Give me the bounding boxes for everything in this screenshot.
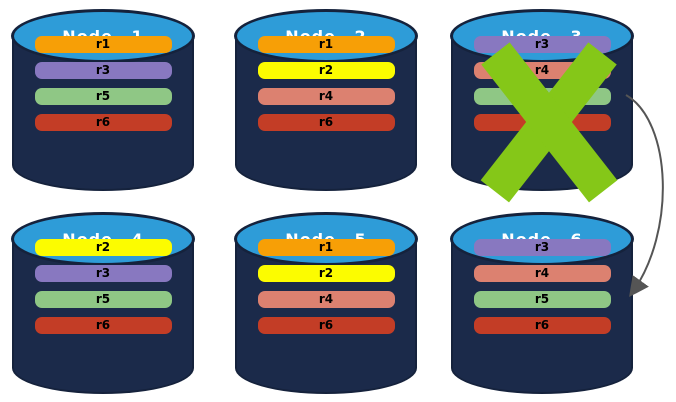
replica-bar: r1	[257, 36, 395, 53]
replica-bar: r1	[257, 239, 395, 256]
replica-bar: r6	[257, 317, 395, 334]
node-6: Node 6 r3 r4 r5 r6	[450, 212, 634, 394]
replica-label: r3	[534, 37, 550, 51]
failure-x-icon	[480, 42, 618, 203]
replica-bar: r3	[34, 265, 172, 282]
replica-bar: r2	[34, 239, 172, 256]
replica-label: r4	[534, 63, 550, 77]
node-1: Node 1 r1 r3 r5 r6	[11, 9, 195, 191]
replica-label: r3	[534, 240, 550, 254]
replica-label: r2	[95, 240, 111, 254]
replica-bar: r4	[257, 291, 395, 308]
replica-label: r1	[95, 37, 111, 51]
replica-list: r3 r4 r5 r6	[450, 239, 634, 334]
replica-bar: r4	[473, 265, 611, 282]
replica-bar: r1	[34, 36, 172, 53]
replica-label: r5	[534, 292, 550, 306]
replica-label: r2	[318, 266, 334, 280]
replica-label: r3	[95, 266, 111, 280]
replica-label: r1	[318, 37, 334, 51]
replica-bar: r6	[257, 114, 395, 131]
replica-list: r1 r2 r4 r6	[234, 36, 418, 131]
replica-bar: r3	[34, 62, 172, 79]
replica-bar: r6	[34, 114, 172, 131]
replica-label: r4	[534, 266, 550, 280]
replica-list: r2 r3 r5 r6	[11, 239, 195, 334]
replica-list: r1 r2 r4 r6	[234, 239, 418, 334]
replica-label: r4	[318, 89, 334, 103]
replica-label: r4	[318, 292, 334, 306]
replica-bar: r5	[473, 291, 611, 308]
replica-label: r1	[318, 240, 334, 254]
replica-bar: r2	[257, 62, 395, 79]
replica-bar: r4	[257, 88, 395, 105]
replica-label: r6	[95, 318, 111, 332]
replica-label: r5	[95, 89, 111, 103]
replica-label: r2	[318, 63, 334, 77]
node-4: Node 4 r2 r3 r5 r6	[11, 212, 195, 394]
replica-bar: r5	[34, 291, 172, 308]
replica-bar: r6	[473, 317, 611, 334]
replica-label: r6	[534, 318, 550, 332]
replica-label: r5	[95, 292, 111, 306]
replica-bar: r2	[257, 265, 395, 282]
replica-list: r1 r3 r5 r6	[11, 36, 195, 131]
replica-label: r6	[318, 115, 334, 129]
replica-label: r6	[95, 115, 111, 129]
replica-label: r6	[318, 318, 334, 332]
node-2: Node 2 r1 r2 r4 r6	[234, 9, 418, 191]
node-5: Node 5 r1 r2 r4 r6	[234, 212, 418, 394]
replica-bar: r6	[34, 317, 172, 334]
failover-arrow	[625, 94, 664, 298]
replica-label: r3	[95, 63, 111, 77]
replica-bar: r3	[473, 239, 611, 256]
node-3: Node 3 r3 r4 r5 r6	[450, 9, 634, 203]
replica-bar: r5	[34, 88, 172, 105]
